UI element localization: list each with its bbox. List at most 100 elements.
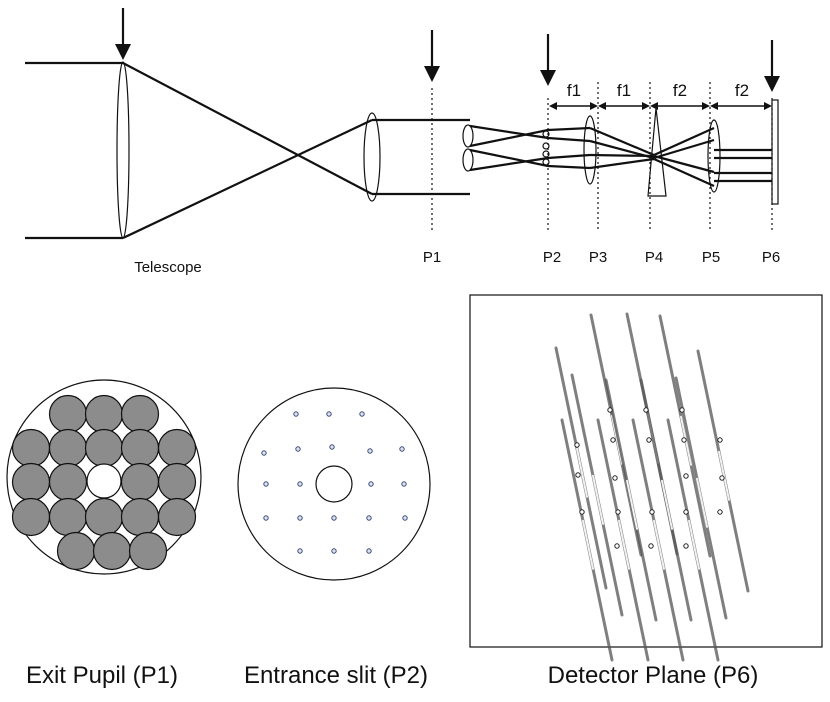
p4-ray-4: [653, 157, 715, 188]
pupil-subaperture-19: [92, 531, 132, 571]
pupil-subaperture-1: [48, 394, 88, 434]
p3-ray-4: [589, 157, 655, 170]
slit-dot-8: [399, 446, 405, 452]
plane-label-p4: P4: [645, 249, 663, 266]
pupil-subaperture-9: [11, 462, 51, 502]
spectrum-highlight-8: [661, 479, 673, 530]
slit-ray-3: [547, 153, 591, 160]
spectrum-highlight-1: [576, 447, 588, 498]
p4-ray-1: [653, 126, 715, 157]
pupil-subaperture-10: [48, 462, 88, 502]
telescope-lens: [116, 61, 130, 239]
pupil-subaperture-16: [120, 497, 160, 537]
slit-dot-15: [331, 515, 337, 521]
p3-ray-1: [589, 126, 655, 157]
pupil-subaperture-3: [120, 394, 160, 434]
plane-labels: P1 P2 P3 P4 P5 P6: [423, 249, 780, 266]
pupil-subaperture-7: [120, 428, 160, 468]
camera-lens-p5: [707, 119, 721, 193]
pupil-central-obscuration: [86, 463, 122, 499]
dim-f2-a-right: [702, 102, 710, 110]
slit-aperture-4: [542, 158, 550, 166]
slit-dot-19: [331, 548, 337, 554]
detector-fiber-mark-17: [717, 509, 723, 515]
slit-fiber-dots: [261, 411, 408, 554]
exit-pupil-panel: [6, 379, 202, 575]
pupil-subaperture-15: [84, 497, 124, 537]
pupil-subaperture-5: [48, 428, 88, 468]
detector-fiber-mark-16: [683, 509, 689, 515]
slit-dot-12: [401, 481, 407, 487]
telescope-label: Telescope: [134, 259, 202, 276]
detector-plane-frame: [469, 294, 823, 648]
detector-fiber-mark-14: [615, 509, 621, 515]
focal-labels: f1 f1 f2 f2: [567, 81, 749, 100]
slit-dot-10: [297, 481, 303, 487]
detector-spectra: [554, 312, 750, 662]
slit-ray-4: [547, 164, 591, 170]
caption-entrance-slit: Entrance slit (P2): [244, 662, 428, 689]
dim-f1-b-right: [642, 102, 650, 110]
optical-path: [25, 61, 779, 240]
slit-dot-1: [293, 411, 299, 417]
arrow-p2-head: [540, 70, 556, 86]
dim-f1-a-right: [590, 102, 598, 110]
plane-label-p5: P5: [702, 249, 720, 266]
pupil-subaperture-6: [84, 428, 124, 468]
spectrum-highlight-11: [618, 519, 630, 570]
lenslet-top: [462, 124, 474, 148]
focal-label-2: f1: [617, 81, 631, 100]
spectrum-highlight-6: [592, 474, 604, 525]
detector-fiber-mark-11: [683, 473, 689, 479]
plane-label-p3: P3: [589, 249, 607, 266]
detector-fiber-mark-1: [607, 407, 613, 413]
slit-dot-11: [368, 481, 374, 487]
pupil-subaperture-2: [84, 394, 124, 434]
slit-dot-2: [326, 411, 332, 417]
detector-fiber-mark-13: [579, 509, 585, 515]
pupil-subaperture-14: [48, 497, 88, 537]
slit-dot-7: [367, 448, 373, 454]
dim-f2-a-left: [650, 102, 658, 110]
slit-dot-18: [297, 548, 303, 554]
detector-fiber-mark-10: [612, 475, 618, 481]
lenslet-ray-1: [469, 124, 549, 140]
focal-label-4: f2: [735, 81, 749, 100]
pupil-subaperture-12: [157, 462, 197, 502]
dim-f1-a-left: [549, 102, 557, 110]
focal-label-1: f1: [567, 81, 581, 100]
detector-fiber-mark-18: [614, 543, 620, 549]
p4-ray-2: [653, 138, 715, 160]
arrow-p6-head: [764, 76, 780, 92]
dim-f2-b-right: [764, 102, 772, 110]
entrance-slit-panel: [237, 387, 431, 581]
slit-ray-1: [547, 126, 591, 132]
detector-fiber-mark-20: [683, 543, 689, 549]
pupil-subaperture-13: [11, 497, 51, 537]
spectrum-highlight-9: [696, 477, 708, 528]
detector-fiber-mark-12: [719, 475, 725, 481]
pupil-subaperture-4: [11, 428, 51, 468]
pupil-subaperture-20: [128, 531, 168, 571]
spectrum-highlight-12: [653, 519, 665, 570]
caption-detector-plane: Detector Plane (P6): [548, 662, 759, 689]
slit-dot-20: [366, 548, 372, 554]
detector-fiber-mark-4: [574, 442, 580, 448]
dim-f2-b-left: [710, 102, 718, 110]
dim-f1-b-left: [598, 102, 606, 110]
p4-ray-3: [653, 154, 715, 174]
spectrum-highlight-5: [718, 450, 730, 501]
slit-dot-17: [402, 515, 408, 521]
slit-dot-13: [263, 515, 269, 521]
slit-dot-6: [329, 444, 335, 450]
detector-fiber-mark-6: [646, 437, 652, 443]
converging-ray-2: [122, 119, 373, 239]
caption-exit-pupil: Exit Pupil (P1): [26, 662, 178, 689]
spectrum-highlight-7: [626, 479, 638, 530]
slit-dot-5: [295, 446, 301, 452]
pupil-subaperture-grid: [11, 394, 197, 571]
lenslet-ray-3: [469, 148, 549, 168]
detector-fiber-mark-8: [717, 437, 723, 443]
converging-ray-1: [122, 62, 373, 195]
detector-fiber-mark-5: [610, 437, 616, 443]
